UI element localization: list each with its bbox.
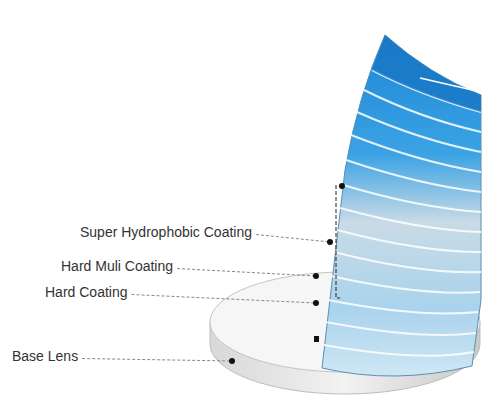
leader-dot	[313, 300, 319, 306]
leader-line	[132, 295, 317, 304]
leader-dot	[313, 273, 319, 279]
leader-dot	[229, 358, 235, 364]
highlight	[420, 78, 481, 92]
part-label: Hard Muli Coating	[61, 258, 173, 275]
part-label: Base Lens	[12, 348, 78, 365]
coating-stack	[322, 35, 481, 376]
part-label: Super Hydrophobic Coating	[80, 224, 252, 241]
coating-layers	[324, 70, 481, 356]
leader-line	[82, 359, 232, 362]
bracket	[336, 185, 340, 298]
leader-dot	[339, 183, 345, 189]
top-layer-face	[372, 35, 481, 112]
leader-dot	[327, 239, 333, 245]
part-label: Hard Coating	[45, 284, 128, 301]
leader-line	[256, 235, 330, 243]
leader-line	[177, 269, 316, 277]
leader-dot	[314, 336, 319, 342]
